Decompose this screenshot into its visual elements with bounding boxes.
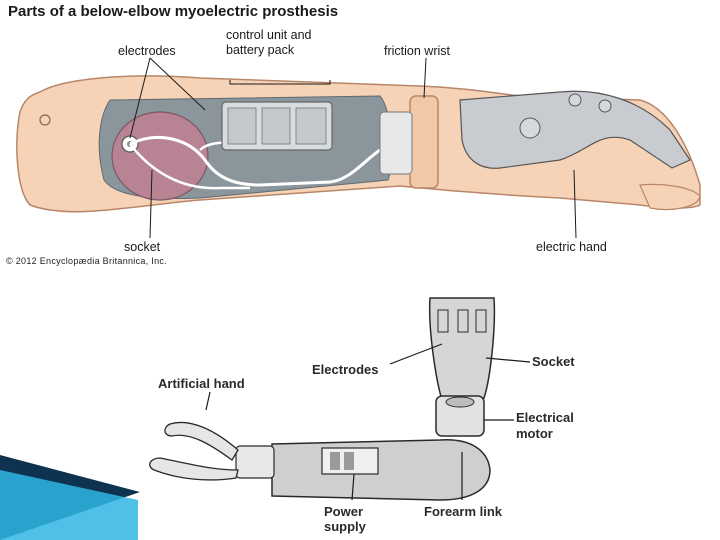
figure-title: Parts of a below-elbow myoelectric prost… bbox=[8, 3, 339, 20]
slide-accent-light bbox=[0, 470, 138, 540]
label-artificial-hand: Artificial hand bbox=[158, 376, 245, 391]
motor-housing bbox=[435, 395, 485, 437]
label-electrical-motor-1: Electrical bbox=[516, 410, 574, 425]
hand-jaw-upper bbox=[164, 421, 239, 461]
copyright-notice: © 2012 Encyclopædia Britannica, Inc. bbox=[6, 256, 168, 266]
thumb bbox=[639, 183, 701, 211]
label-forearm-link: Forearm link bbox=[424, 504, 503, 519]
label-control-unit-1: control unit and bbox=[226, 28, 312, 42]
label-electrodes-bottom: Electrodes bbox=[312, 362, 379, 377]
label-socket-bottom: Socket bbox=[532, 354, 575, 369]
label-friction-wrist: friction wrist bbox=[384, 44, 450, 58]
socket-pad bbox=[111, 111, 209, 201]
forearm-body bbox=[271, 439, 491, 501]
socket-shell bbox=[428, 297, 496, 401]
label-power-supply-2: supply bbox=[324, 519, 366, 534]
label-socket-top: socket bbox=[124, 240, 161, 254]
label-electrical-motor-2: motor bbox=[516, 426, 553, 441]
label-electric-hand: electric hand bbox=[536, 240, 607, 254]
label-control-unit-2: battery pack bbox=[226, 43, 295, 57]
label-power-supply-1: Power bbox=[324, 504, 364, 519]
label-electrodes-top: electrodes bbox=[118, 44, 176, 58]
hand-mechanism bbox=[459, 90, 691, 169]
hand-jaw-lower bbox=[149, 457, 239, 481]
